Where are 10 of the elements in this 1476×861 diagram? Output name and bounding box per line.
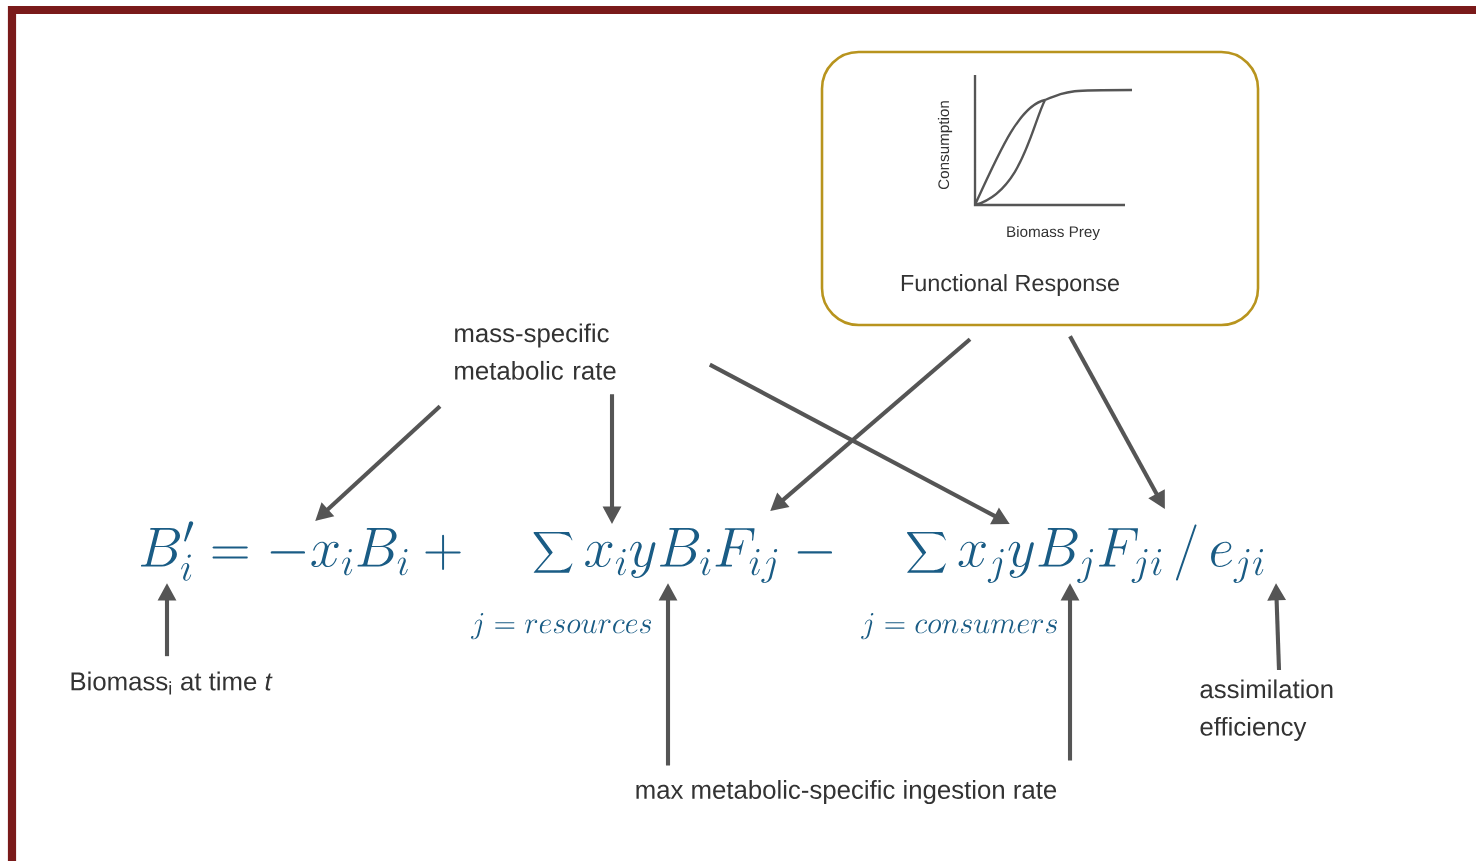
- equation: $B_i' = -x_iB_i + \quad\sum x_i yB_iF_{ij} - \quad\sum x_j yB_jF_{ji} \,/\, e_{ji}$: [140, 521, 1264, 583]
- label-text: mass-specific metabolic rate: [455, 323, 616, 380]
- sum-subscript: $j=consumers$: [861, 613, 1057, 640]
- label-text: max metabolic-specific ingestion rate: [636, 780, 1057, 804]
- axis-label: Consumption: [937, 101, 953, 190]
- axis-label: Biomass Prey: [1007, 225, 1100, 241]
- sum-subscript: $j=resources$: [470, 613, 652, 640]
- label-text: assimilation efficiency: [1200, 679, 1333, 741]
- box-title: Functional Response: [901, 274, 1119, 296]
- label-text: Biomass$_{i}$ at time t: [71, 671, 273, 695]
